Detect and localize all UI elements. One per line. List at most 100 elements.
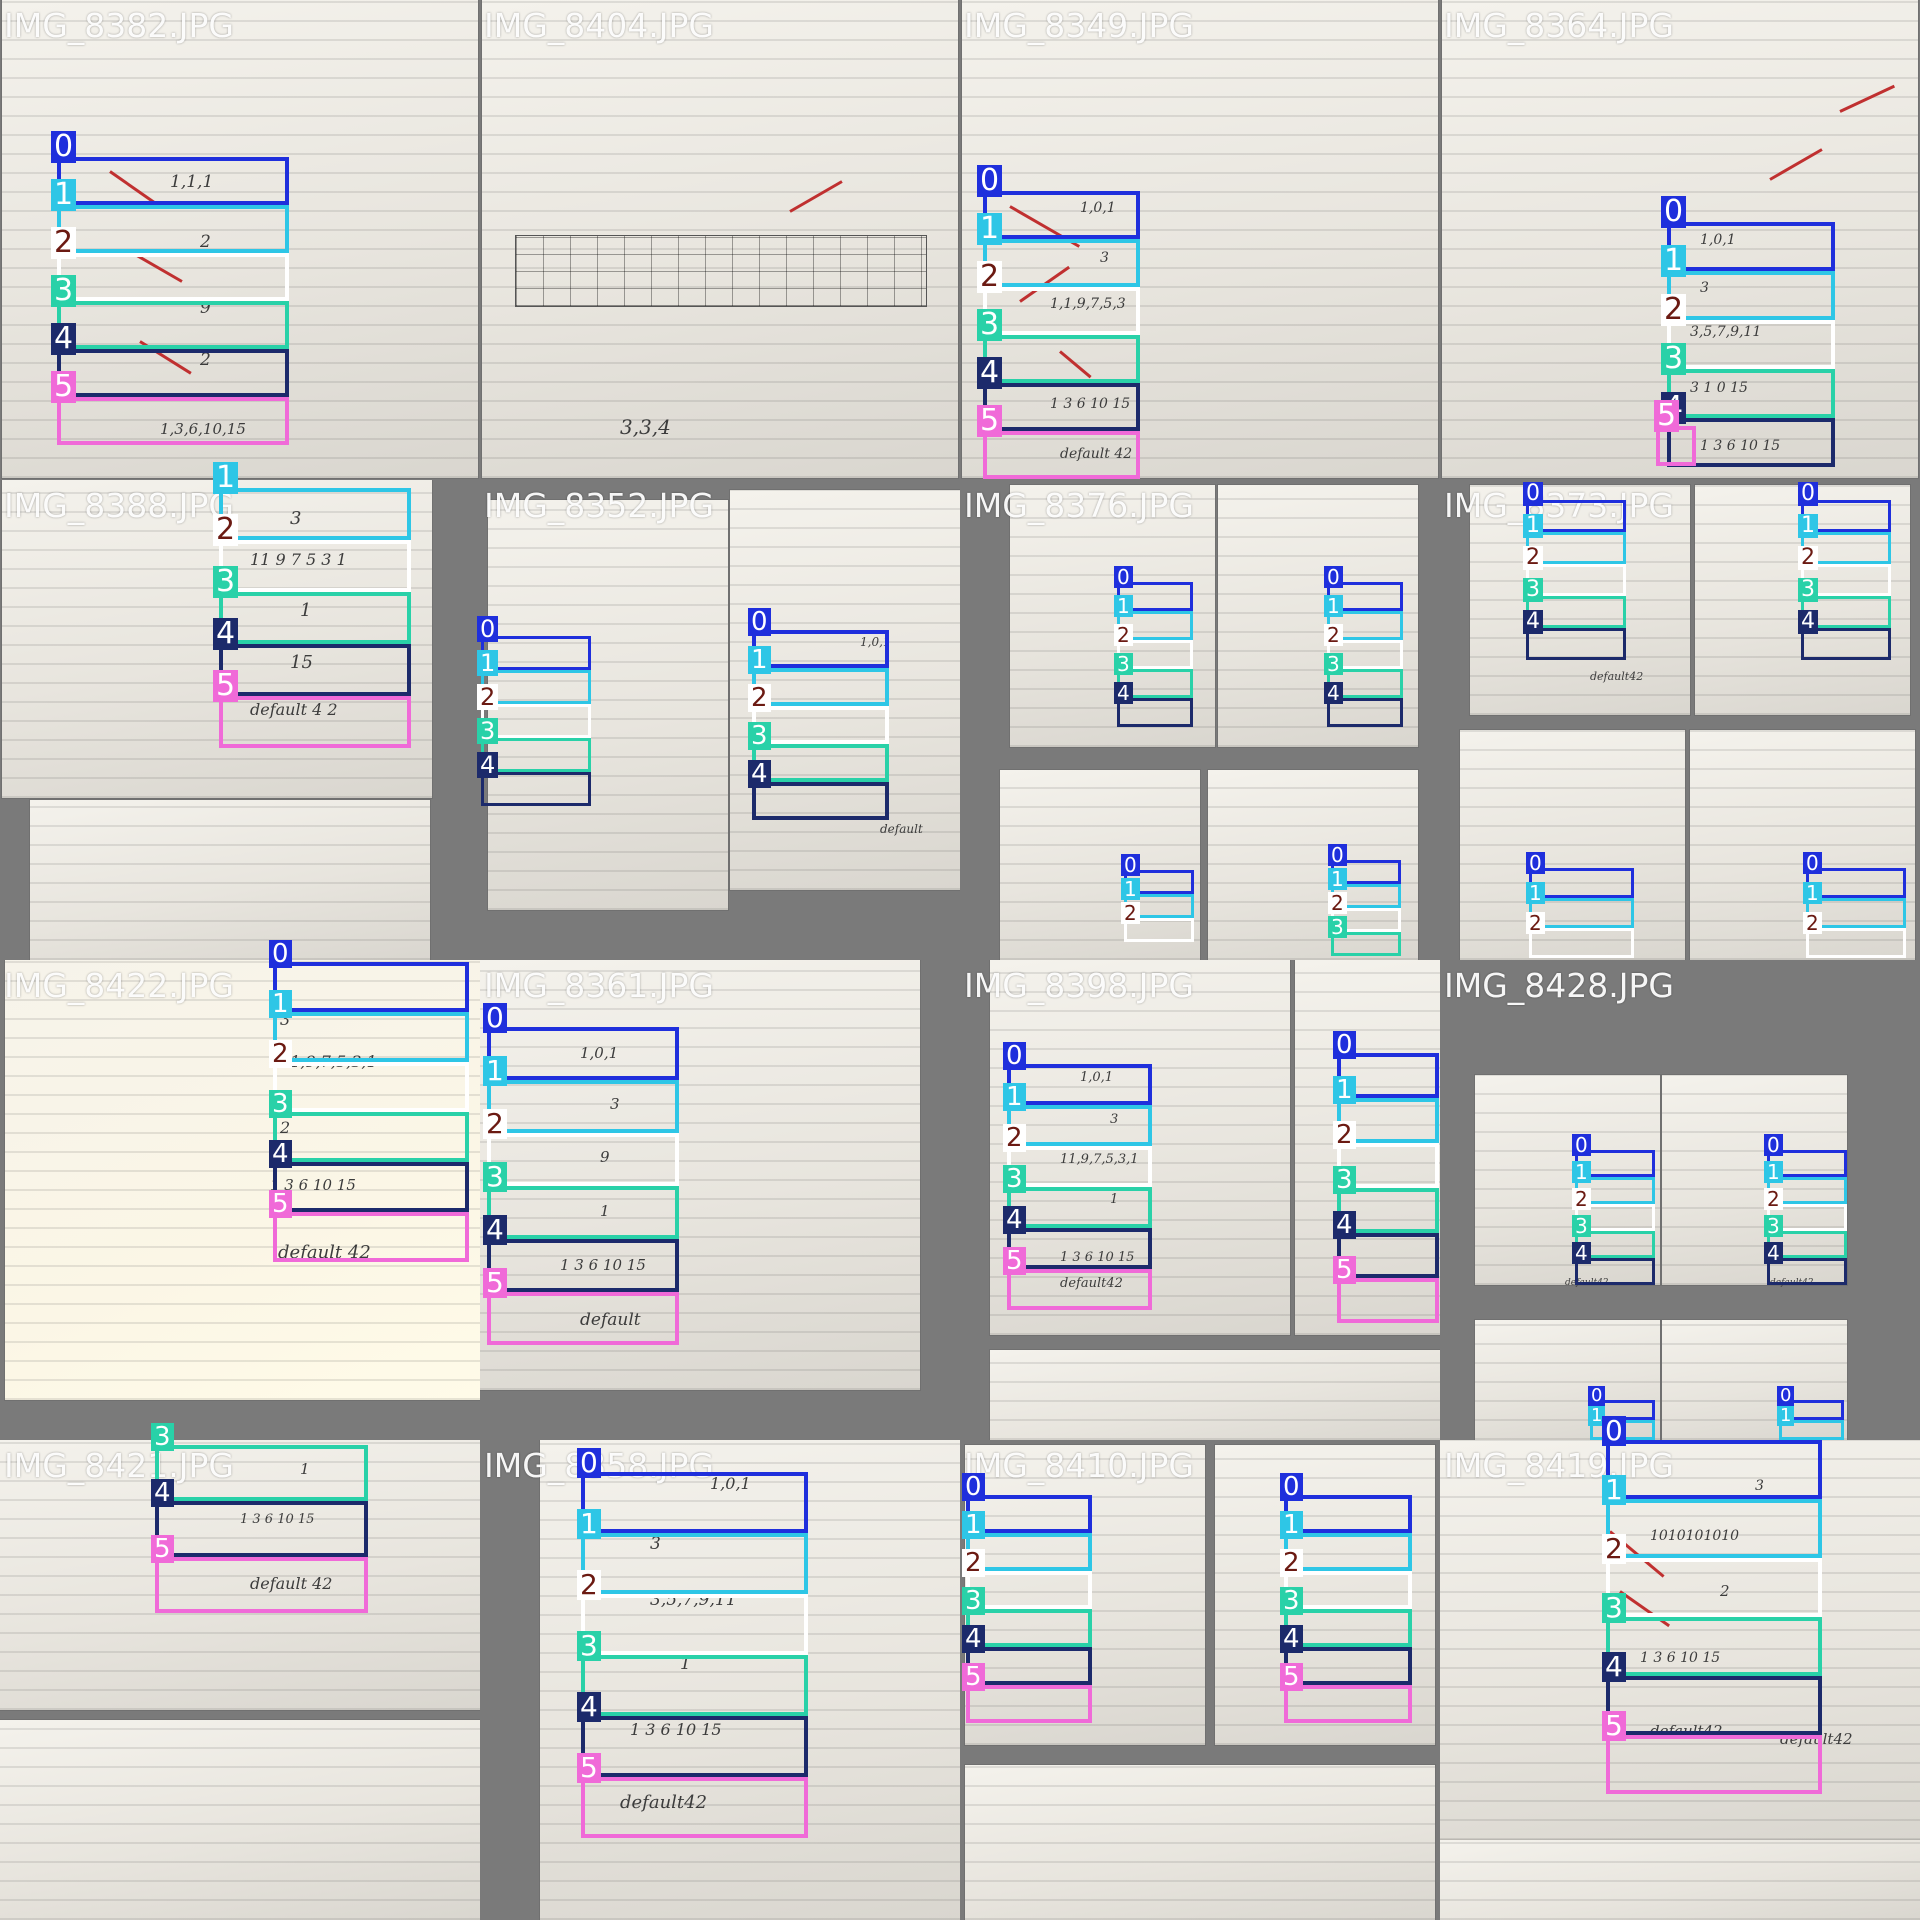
paper-sheet [730,490,960,890]
tile-img-8376[interactable]: IMG_8376.JPG [960,480,1440,960]
answer-text: default 42 [250,1574,333,1593]
answer-text: 2 [1720,1582,1730,1600]
tile-img-8422[interactable]: IMG_8422.JPG 3 11,9,7,5,3,1 2 1 3 6 10 1… [0,960,480,1440]
answer-text: 9 [600,1148,610,1166]
file-name: IMG_8382.JPG [4,6,234,45]
paper-sheet [1295,960,1440,1335]
answer-text: 1 3 6 10 15 [1700,438,1781,454]
paper-sheet [965,1765,1435,1920]
paper-sheet [1000,770,1200,960]
paper-sheet [965,1445,1205,1745]
paper-sheet [482,0,958,478]
answer-text: 1 3 6 10 15 [240,1512,315,1527]
file-name: IMG_8421.JPG [4,1446,234,1485]
tile-img-8382[interactable]: IMG_8382.JPG 1,1,1 2 9 2 1,3,6,10,15 [0,0,480,480]
paper-sheet [2,480,432,798]
answer-text: default42 [1650,1722,1723,1740]
answer-text: 3 [1700,280,1709,296]
file-name: IMG_8349.JPG [964,6,1194,45]
file-name: IMG_8361.JPG [484,966,714,1005]
file-name: IMG_8428.JPG [1444,966,1674,1005]
answer-text: default 4 2 [250,700,338,719]
answer-text: 1,0,1 [710,1474,751,1493]
answer-text: 3,3,4 [620,415,671,439]
file-name: IMG_8404.JPG [484,6,714,45]
paper-sheet [1695,485,1910,715]
answer-text: 2 [200,232,211,252]
answer-text: 3 [610,1095,620,1113]
paper-sheet [5,960,480,1400]
file-name: IMG_8398.JPG [964,966,1194,1005]
paper-sheet [30,800,430,960]
paper-sheet [1460,730,1685,960]
answer-text: 3 [650,1534,661,1554]
paper-sheet [1470,485,1690,715]
tile-img-8361[interactable]: IMG_8361.JPG 1,0,1 3 9 1 1 3 6 10 15 def… [480,960,960,1440]
paper-sheet [1440,1840,1920,1920]
answer-text: default42 [1590,670,1644,683]
paper-sheet [990,1350,1440,1440]
tile-img-8373[interactable]: IMG_8373.JPG default42 [1440,480,1920,960]
tile-img-8419[interactable]: IMG_8419.JPG 3 1010101010 2 1 3 6 10 15 … [1440,1440,1920,1920]
paper-sheet [1208,770,1418,960]
answer-text: default [580,1310,641,1330]
paper-sheet [1218,485,1418,747]
paper-sheet [1662,1320,1847,1440]
answer-text: 3 [290,508,302,529]
answer-text: default 42 [1060,446,1133,462]
answer-text: default42 [1770,1278,1814,1288]
tile-img-8428[interactable]: IMG_8428.JPG default42 default42 [1440,960,1920,1440]
paper-sheet [1690,730,1915,960]
file-name: IMG_8352.JPG [484,486,714,525]
file-name: IMG_8419.JPG [1444,1446,1674,1485]
answer-text: 3 [1755,1478,1764,1494]
tile-img-8410[interactable]: IMG_8410.JPG [960,1440,1440,1920]
paper-sheet [1010,485,1215,747]
tile-img-8421[interactable]: IMG_8421.JPG 1 1 3 6 10 15 default 42 [0,1440,480,1920]
paper-sheet [1662,1075,1847,1285]
answer-text: 1 3 6 10 15 [1640,1650,1721,1666]
tile-img-8349[interactable]: IMG_8349.JPG 1,0,1 3 1,1,9,7,5,3 1 3 6 1… [960,0,1440,480]
answer-text: 2 [200,350,211,370]
answer-text: 1,0,1 [580,1044,619,1062]
answer-text: 1 [680,1654,691,1674]
paper-sheet [1475,1075,1660,1285]
tile-img-8398[interactable]: IMG_8398.JPG 1,0,1 3 11,9,7,5,3,1 1 1 3 … [960,960,1440,1440]
answer-text: default 42 [278,1242,371,1263]
answer-table [515,235,927,307]
paper-sheet [990,960,1290,1335]
answer-text: 3 [280,1010,291,1029]
file-name: IMG_8376.JPG [964,486,1194,525]
file-name: IMG_8388.JPG [4,486,234,525]
answer-text: default42 [1060,1276,1123,1291]
tile-img-8404[interactable]: IMG_8404.JPG 3,3,4 [480,0,960,480]
answer-text: default42 [620,1792,708,1813]
file-name: IMG_8373.JPG [1444,486,1674,525]
answer-text: 1,0,1 [1700,232,1736,248]
answer-text: 3 1 0 15 [1690,380,1748,396]
tile-img-8352[interactable]: IMG_8352.JPG 1,0,1 default [480,480,960,960]
paper-sheet [1215,1445,1435,1745]
answer-text: 3,5,7,9,11 [1690,324,1762,340]
paper-sheet [540,1440,960,1920]
answer-text: 1,3,6,10,15 [160,420,246,438]
answer-text: 1,1,9,7,5,3 [1050,296,1126,312]
tile-img-8364[interactable]: IMG_8364.JPG 1,0,1 3 3,5,7,9,11 3 1 0 15… [1440,0,1920,480]
file-name: IMG_8358.JPG [484,1446,714,1485]
tile-img-8358[interactable]: IMG_8358.JPG 1,0,1 3 3,5,7,9,11 1 1 3 6 … [480,1440,960,1920]
paper-sheet [0,1720,480,1920]
tile-img-8388[interactable]: IMG_8388.JPG 3 11 9 7 5 3 1 1 15 default… [0,480,480,960]
paper-sheet [488,500,728,910]
paper-sheet [480,960,920,1390]
answer-text: 15 [290,652,313,673]
answer-text: 11 9 7 5 3 1 [250,550,347,569]
answer-text: 1 [600,1202,610,1220]
paper-sheet [1475,1320,1660,1440]
answer-text: 2 [280,1118,291,1137]
answer-text: 9 [200,298,211,318]
answer-text: 1 [300,600,312,621]
answer-text: 3 [1100,250,1109,266]
paper-sheet [962,0,1438,478]
answer-text: 1 3 6 10 15 [1050,396,1131,412]
